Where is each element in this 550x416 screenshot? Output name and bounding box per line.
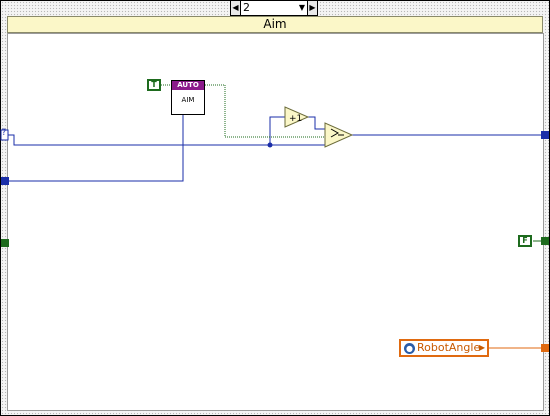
select-function-glyph [330, 128, 344, 138]
output-tunnel-boolean[interactable] [541, 237, 549, 245]
subvi-header: AUTO [172, 81, 204, 90]
output-tunnel-global[interactable] [541, 344, 549, 352]
globe-icon: ● [404, 343, 415, 354]
numeric-wire-increment-out[interactable] [308, 116, 325, 130]
subvi-body: AIM [181, 96, 195, 104]
case-frame-label: Aim [7, 16, 543, 33]
numeric-wire-top[interactable] [8, 134, 325, 146]
input-tunnel-label: ? [1, 128, 7, 138]
robot-angle-global[interactable]: ● RobotAngle ▶ [399, 339, 489, 357]
numeric-wire-increment[interactable] [269, 116, 285, 145]
true-constant[interactable]: T [147, 79, 161, 91]
case-selector-value: 2 [243, 1, 250, 14]
boolean-wire[interactable] [161, 84, 325, 138]
dropdown-triangle-icon[interactable]: ▼ [298, 3, 305, 12]
right-arrow-icon: ▶ [478, 343, 485, 352]
boolean-tunnel-left[interactable] [1, 239, 9, 247]
right-triangle-icon[interactable]: ▶ [307, 1, 317, 15]
wire-junction [267, 142, 273, 148]
global-label: RobotAngle [417, 341, 481, 354]
output-tunnel-numeric[interactable] [541, 131, 549, 139]
left-triangle-icon[interactable]: ◀ [231, 1, 241, 15]
case-selector[interactable]: ◀ 2 ▼ ▶ [230, 0, 318, 16]
input-tunnel-bottom[interactable] [1, 177, 9, 185]
increment-function[interactable] [284, 106, 310, 128]
false-constant[interactable]: F [518, 235, 532, 247]
input-tunnel-top[interactable] [0, 129, 9, 141]
aim-subvi[interactable]: AUTO AIM [171, 80, 205, 115]
numeric-wire-bottom[interactable] [8, 113, 184, 182]
